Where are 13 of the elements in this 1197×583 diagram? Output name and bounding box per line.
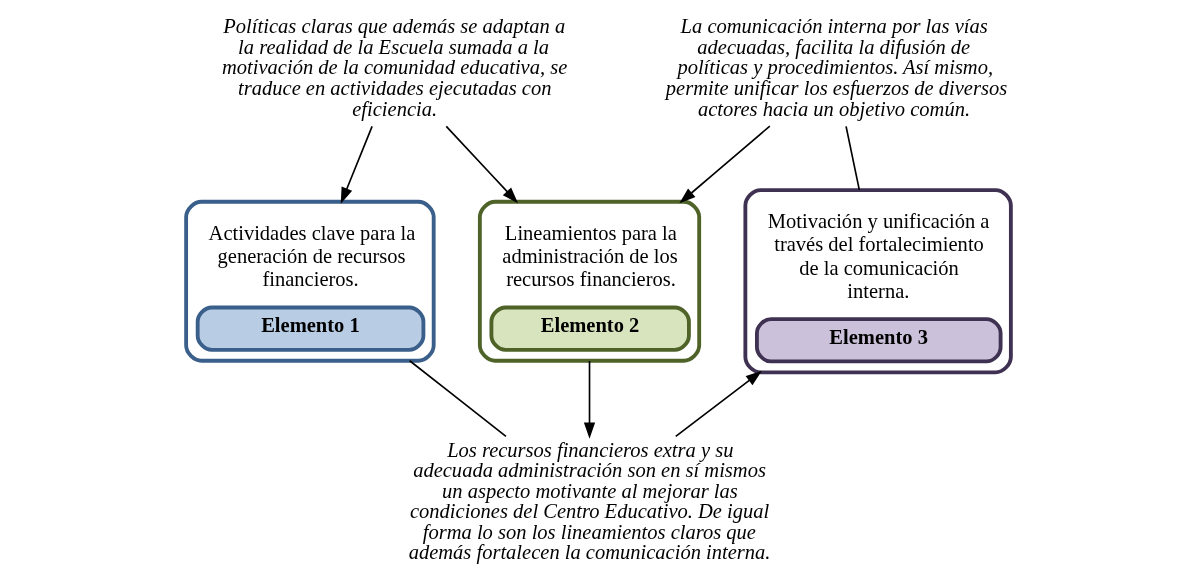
node-text: La comunicación interna por las vías adecuadas, facilita la difusión de políticas y procedimientos. Así mismo, permite unificar los esfuerzos de diversos actores hacia un objetivo común. [665, 15, 1008, 120]
arrow [679, 125, 771, 204]
node-text: Políticas claras que además se adaptan a la realidad de la Escuela sumada a la motivación de la comunidad educativa, se traduce en actividades ejecutadas con eficiencia. [222, 15, 568, 120]
arrow [674, 370, 762, 438]
node-box: Motivación y unificación a través del fortalecimiento de la comunicación interna. Elemento 3 [743, 188, 1013, 375]
arrow [340, 125, 373, 204]
arrow [583, 360, 596, 439]
connector [845, 125, 861, 191]
node-text: Los recursos financieros extra y su adecuada administración son en sí mismos un aspecto motivante al mejorar las condiciones del Centro Educativo. De igual forma lo son los lineamientos claros que además fortalecen la comunicación interna. [408, 438, 771, 564]
node-box: Lineamientos para la administración de los recursos financieros. Elemento 2 [477, 199, 702, 363]
node-box: Actividades clave para la generación de recursos financieros. Elemento 1 [184, 199, 436, 363]
arrow [445, 125, 518, 204]
connector [408, 359, 507, 438]
